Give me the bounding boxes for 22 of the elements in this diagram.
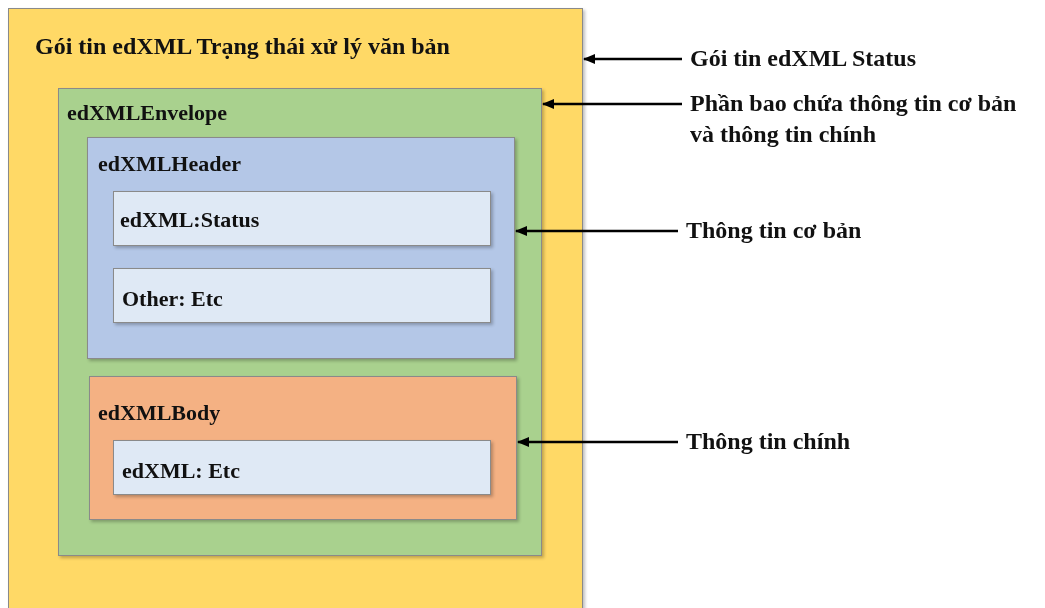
annotation-text: Thông tin chính (686, 427, 852, 456)
body-panel (89, 376, 517, 520)
box-heading: Gói tin edXML Trạng thái xử lý văn bản (35, 32, 450, 61)
arrow (515, 226, 678, 236)
box-heading: edXMLEnvelope (67, 99, 228, 127)
arrow (517, 437, 678, 447)
field-box (113, 191, 491, 246)
envelope-panel (58, 88, 542, 556)
field-box (113, 440, 491, 495)
annotation-text: Thông tin cơ bản (686, 216, 863, 245)
box-heading: edXML: Etc (122, 457, 240, 485)
header-panel (87, 137, 515, 359)
outer-panel (8, 8, 583, 608)
box-heading: edXML:Status (120, 206, 260, 234)
arrow (542, 99, 682, 109)
box-heading: edXMLHeader (98, 150, 241, 178)
field-box (113, 268, 491, 323)
annotation-text: Gói tin edXML Status (690, 44, 918, 73)
annotation-text: Phần bao chứa thông tin cơ bản và thông tin chính (690, 89, 1018, 150)
box-heading: Other: Etc (122, 285, 223, 313)
box-heading: edXMLBody (98, 399, 221, 427)
arrow (583, 54, 682, 64)
